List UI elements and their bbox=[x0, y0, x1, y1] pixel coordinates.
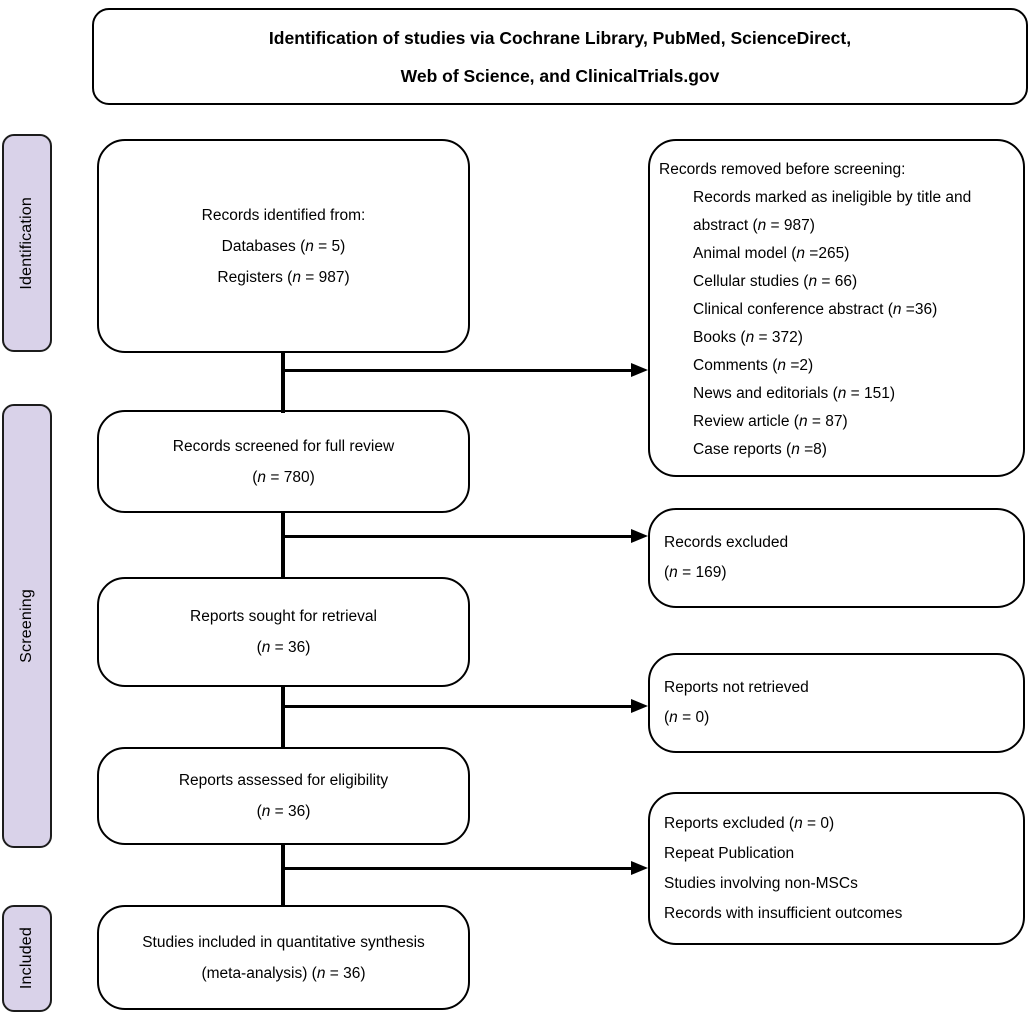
text-line: Animal model (n =265) bbox=[693, 245, 850, 262]
text-line: Records identified from: bbox=[201, 206, 366, 224]
stage-bar-identification: Identification bbox=[2, 134, 52, 352]
arrowhead-icon bbox=[631, 699, 648, 713]
text-line: News and editorials (n = 151) bbox=[693, 385, 896, 402]
arrow-shaft bbox=[283, 369, 633, 372]
title-line-1: Identification of studies via Cochrane L… bbox=[268, 27, 852, 48]
text-line: Reports excluded (n = 0) bbox=[664, 814, 835, 832]
text-line: Records marked as ineligible by title an… bbox=[693, 189, 972, 234]
text-line: Cellular studies (n = 66) bbox=[693, 273, 858, 290]
box-records-identified: Records identified from: Databases (n = … bbox=[97, 139, 470, 353]
text-line: Records with insufficient outcomes bbox=[664, 904, 903, 922]
connector-assessed-to-included bbox=[281, 843, 285, 907]
text-line: Studies involving non-MSCs bbox=[664, 874, 858, 892]
text-line: Repeat Publication bbox=[664, 844, 795, 862]
stage-label-identification: Identification bbox=[18, 196, 35, 290]
text-line: (n = 780) bbox=[252, 468, 315, 486]
arrowhead-icon bbox=[631, 529, 648, 543]
stage-label-screening: Screening bbox=[18, 589, 35, 663]
box-records-screened: Records screened for full review (n = 78… bbox=[97, 410, 470, 513]
connector-screened-to-sought bbox=[281, 511, 285, 579]
text-line: Records screened for full review bbox=[172, 437, 395, 455]
connector-sought-to-assessed bbox=[281, 685, 285, 749]
box-studies-included: Studies included in quantitative synthes… bbox=[97, 905, 470, 1010]
text-line: (n = 0) bbox=[664, 709, 710, 726]
box-records-removed: Records removed before screening: Record… bbox=[648, 139, 1025, 477]
text-line: Review article (n = 87) bbox=[693, 413, 848, 430]
arrowhead-icon bbox=[631, 363, 648, 377]
arrow-shaft bbox=[283, 535, 633, 538]
stage-bar-screening: Screening bbox=[2, 404, 52, 848]
text-line: Records removed before screening: bbox=[659, 161, 906, 178]
text-line: Reports not retrieved bbox=[664, 679, 809, 696]
stage-bar-included: Included bbox=[2, 905, 52, 1012]
box-reports-assessed: Reports assessed for eligibility (n = 36… bbox=[97, 747, 470, 845]
arrow-shaft bbox=[283, 705, 633, 708]
title-box: Identification of studies via Cochrane L… bbox=[92, 8, 1028, 105]
text-line: Registers (n = 987) bbox=[217, 268, 350, 286]
box-reports-not-retrieved: Reports not retrieved (n = 0) bbox=[648, 653, 1025, 753]
arrow-shaft bbox=[283, 867, 633, 870]
text-line: Reports sought for retrieval bbox=[190, 608, 377, 625]
text-line: (meta-analysis) (n = 36) bbox=[201, 964, 366, 982]
text-line: Clinical conference abstract (n =36) bbox=[693, 301, 938, 318]
text-line: (n = 36) bbox=[256, 639, 311, 656]
text-line: (n = 169) bbox=[664, 564, 727, 581]
text-line: Reports assessed for eligibility bbox=[178, 772, 389, 789]
text-line: Records excluded bbox=[664, 534, 789, 551]
box-reports-sought: Reports sought for retrieval (n = 36) bbox=[97, 577, 470, 687]
connector-identified-to-screened bbox=[281, 351, 285, 413]
text-line: Studies included in quantitative synthes… bbox=[142, 933, 425, 951]
box-reports-excluded: Reports excluded (n = 0) Repeat Publicat… bbox=[648, 792, 1025, 945]
arrowhead-icon bbox=[631, 861, 648, 875]
text-line: Books (n = 372) bbox=[693, 329, 803, 346]
text-line: Databases (n = 5) bbox=[221, 237, 346, 255]
stage-label-included: Included bbox=[18, 927, 35, 990]
text-line: Comments (n =2) bbox=[693, 357, 814, 374]
box-records-excluded: Records excluded (n = 169) bbox=[648, 508, 1025, 608]
title-line-2: Web of Science, and ClinicalTrials.gov bbox=[400, 65, 720, 86]
text-line: Case reports (n =8) bbox=[693, 441, 827, 458]
text-line: (n = 36) bbox=[256, 803, 311, 820]
